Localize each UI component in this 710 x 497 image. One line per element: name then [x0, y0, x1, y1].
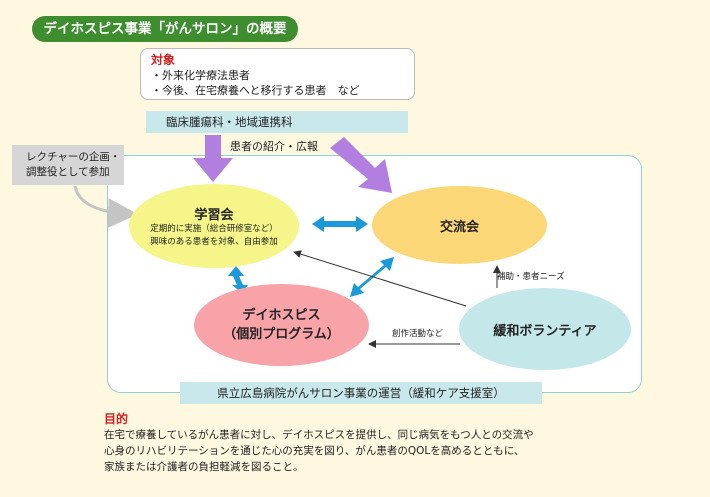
- edge-label-support: 補助・患者ニーズ: [497, 272, 565, 282]
- node-kanwa-volunteer: 緩和ボランティア: [459, 288, 631, 370]
- node-subtitle: （個別プログラム）: [223, 327, 340, 342]
- node-koryukai: 交流会: [372, 186, 547, 264]
- node-detail: 定期的に実施（総合研修室など）: [150, 223, 278, 234]
- lecture-line: レクチャーの企画・: [26, 151, 121, 163]
- lecture-role-box: レクチャーの企画・ 調整役として参加: [12, 145, 124, 185]
- referral-label: 患者の紹介・広報: [230, 140, 318, 153]
- lecture-line: 調整役として参加: [26, 166, 110, 178]
- target-line: ・外来化学療法患者: [151, 69, 250, 82]
- diagram-title: デイホスピス事業「がんサロン」の概要: [32, 16, 298, 42]
- purpose-text: 在宅で療養しているがん患者に対し、デイホスピスを提供し、同じ病気をもつ人との交流…: [104, 427, 534, 475]
- node-title: 緩和ボランティア: [493, 323, 597, 339]
- node-title: 交流会: [439, 219, 479, 235]
- node-gakushukai: 学習会 定期的に実施（総合研修室など） 興味のある患者を対象、自由参加: [129, 184, 299, 268]
- target-box: 対象 ・外来化学療法患者 ・今後、在宅療養へと移行する患者 など: [140, 48, 415, 100]
- node-detail: 興味のある患者を対象、自由参加: [150, 236, 278, 247]
- blue-arrow-gakushu-koryu: [312, 216, 368, 232]
- operation-box: 県立広島病院がんサロン事業の運営（緩和ケア支援室）: [180, 382, 542, 404]
- purpose-line: 心身のリハビリテーションを通じた心の充実を図り、がん患者のQOLを高めるとともに…: [104, 445, 525, 457]
- node-title: 学習会: [194, 207, 234, 223]
- department-box: 臨床腫瘍科・地域連携科: [146, 111, 408, 133]
- node-dayhospice: デイホスピス （個別プログラム）: [194, 284, 369, 366]
- purple-arrow-down: [193, 135, 233, 182]
- target-heading: 対象: [151, 53, 176, 67]
- purpose-heading: 目的: [104, 412, 129, 426]
- lecture-arrow: [73, 185, 138, 229]
- target-line: ・今後、在宅療養へと移行する患者 など: [151, 84, 360, 97]
- arrow-kanwa-gakushu: [293, 250, 467, 307]
- purpose-line: 家族または介護者の負担軽減を図ること。: [104, 461, 304, 473]
- purple-arrow-diagonal: [330, 137, 392, 193]
- node-title: デイホスピス: [242, 308, 321, 323]
- edge-label-creative: 創作活動など: [392, 329, 444, 339]
- purpose-line: 在宅で療養しているがん患者に対し、デイホスピスを提供し、同じ病気をもつ人との交流…: [104, 429, 534, 441]
- blue-arrow-gakushu-dayhospice: [228, 266, 248, 293]
